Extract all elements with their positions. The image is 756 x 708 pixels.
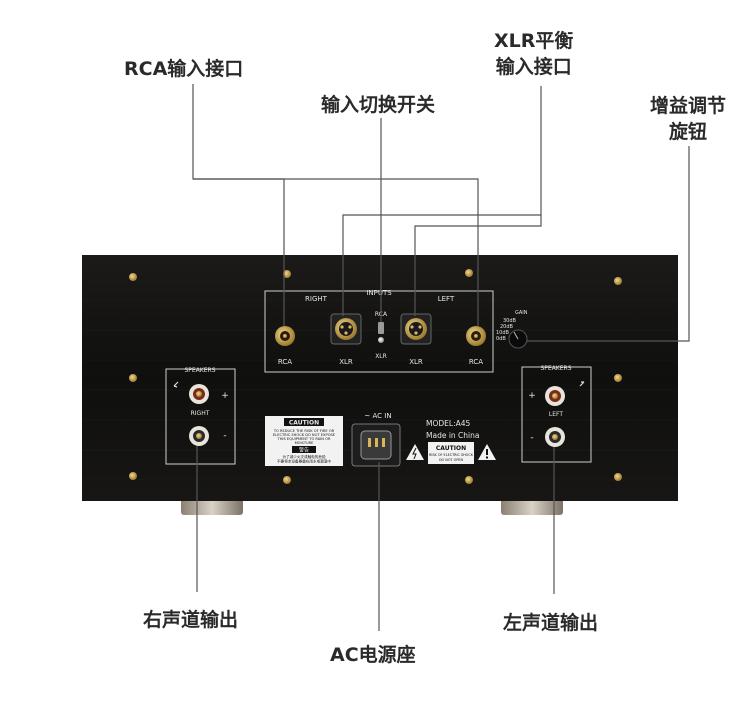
speaker-right-negative-terminal[interactable]	[189, 426, 209, 446]
inputs-right-label: RIGHT	[305, 295, 328, 303]
model-label: MODEL:A45	[426, 419, 470, 428]
made-in-label: Made in China	[426, 431, 479, 440]
xlr-right-socket[interactable]	[331, 314, 361, 344]
screw	[614, 374, 622, 382]
speakers-right-plus: +	[221, 391, 229, 401]
speakers-right-title: SPEAKERS	[184, 367, 215, 374]
caution-label: CAUTION TO REDUCE THE RISK OF FIRE OR EL…	[265, 416, 343, 466]
speakers-right-minus: -	[223, 431, 226, 441]
speakers-left-minus: -	[530, 433, 533, 443]
ac-in-label: ~ AC IN	[364, 412, 391, 420]
input-selector-switch[interactable]	[378, 322, 384, 343]
screw	[283, 476, 291, 484]
gain-label: GAIN	[515, 310, 528, 316]
caution-label-title: CAUTION	[289, 420, 319, 427]
ac-power-inlet[interactable]	[352, 424, 400, 466]
screw	[465, 476, 473, 484]
screw	[129, 472, 137, 480]
speaker-left-positive-terminal[interactable]	[545, 386, 565, 406]
speaker-right-positive-terminal[interactable]	[189, 384, 209, 404]
warning-cn-line-1: 为了减少火灾或触电的危险	[282, 454, 326, 459]
inputs-left-label: LEFT	[438, 295, 455, 303]
gain-knob[interactable]	[509, 330, 527, 348]
caution-line-4: MOISTURE	[295, 441, 315, 445]
rca-left-jack[interactable]	[466, 326, 486, 346]
xlr-left-socket[interactable]	[401, 314, 431, 344]
inputs-title: INPUTS	[366, 289, 392, 297]
xlr-left-label: XLR	[409, 358, 423, 366]
speaker-left-negative-terminal[interactable]	[545, 427, 565, 447]
screw	[129, 273, 137, 281]
rca-right-jack[interactable]	[275, 326, 295, 346]
caution-small-title: CAUTION	[436, 445, 466, 452]
caution-small-line-1: RISK OF ELECTRIC SHOCK	[429, 453, 474, 457]
caution-small-line-2: DO NOT OPEN	[439, 458, 464, 462]
screw	[129, 374, 137, 382]
gain-step-0: 0dB	[496, 336, 506, 342]
screw	[614, 277, 622, 285]
caution-small-box: CAUTION RISK OF ELECTRIC SHOCK DO NOT OP…	[428, 442, 474, 464]
xlr-right-label: XLR	[339, 358, 353, 366]
screw	[614, 473, 622, 481]
warning-cn-line-2: 不要将本设备暴露在雨水或潮湿中	[277, 459, 331, 464]
speakers-left-plus: +	[528, 391, 536, 401]
speakers-left-title: SPEAKERS	[540, 365, 571, 372]
speakers-left-channel: LEFT	[549, 411, 563, 418]
speakers-right-channel: RIGHT	[191, 410, 210, 417]
rca-right-label: RCA	[278, 358, 292, 366]
warning-cn-title: 警告	[299, 447, 309, 454]
rca-left-label: RCA	[469, 358, 483, 366]
screw	[465, 269, 473, 277]
switch-xlr-label: XLR	[375, 353, 387, 360]
